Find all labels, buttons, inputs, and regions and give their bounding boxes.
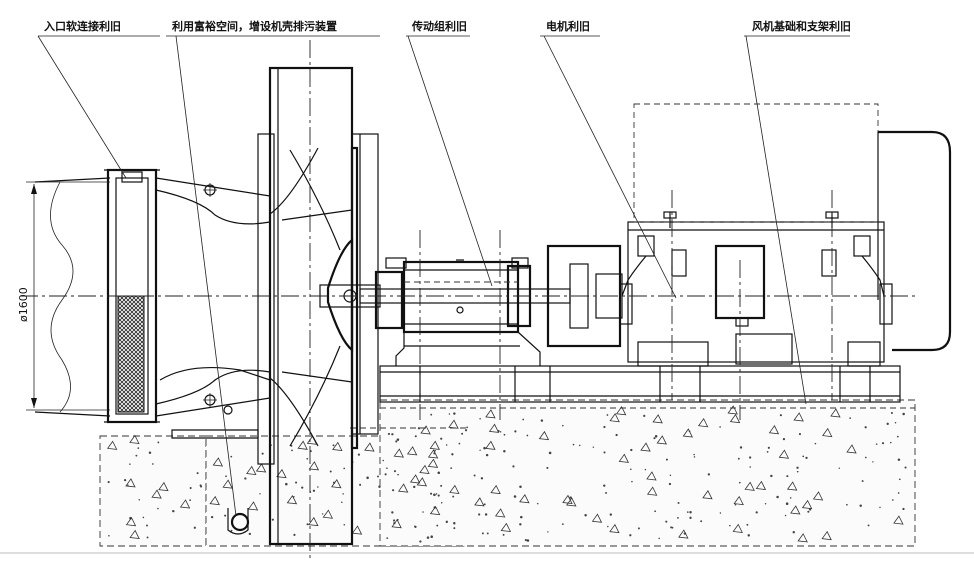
label-fan-foundation-bracket: 风机基础和支架利旧 (752, 19, 851, 33)
label-inlet-soft-connection: 入口软连接利旧 (44, 19, 121, 33)
diameter-dimension: ø1600 (17, 181, 110, 411)
label-motor: 电机利旧 (546, 19, 590, 33)
center-lines (20, 190, 915, 420)
base-frame (350, 365, 915, 429)
diameter-label: ø1600 (17, 287, 30, 322)
leader-lines (37, 35, 850, 517)
transmission-group (374, 257, 541, 366)
label-volute-space-device: 利用富裕空间，增设机壳排污装置 (172, 19, 337, 33)
inlet-soft-connection (34, 168, 160, 424)
concrete-foundation (99, 399, 916, 547)
label-transmission-group: 传动组利旧 (411, 19, 467, 33)
fan-casing (155, 147, 319, 535)
fan-impeller (257, 40, 381, 560)
motor (619, 103, 952, 367)
